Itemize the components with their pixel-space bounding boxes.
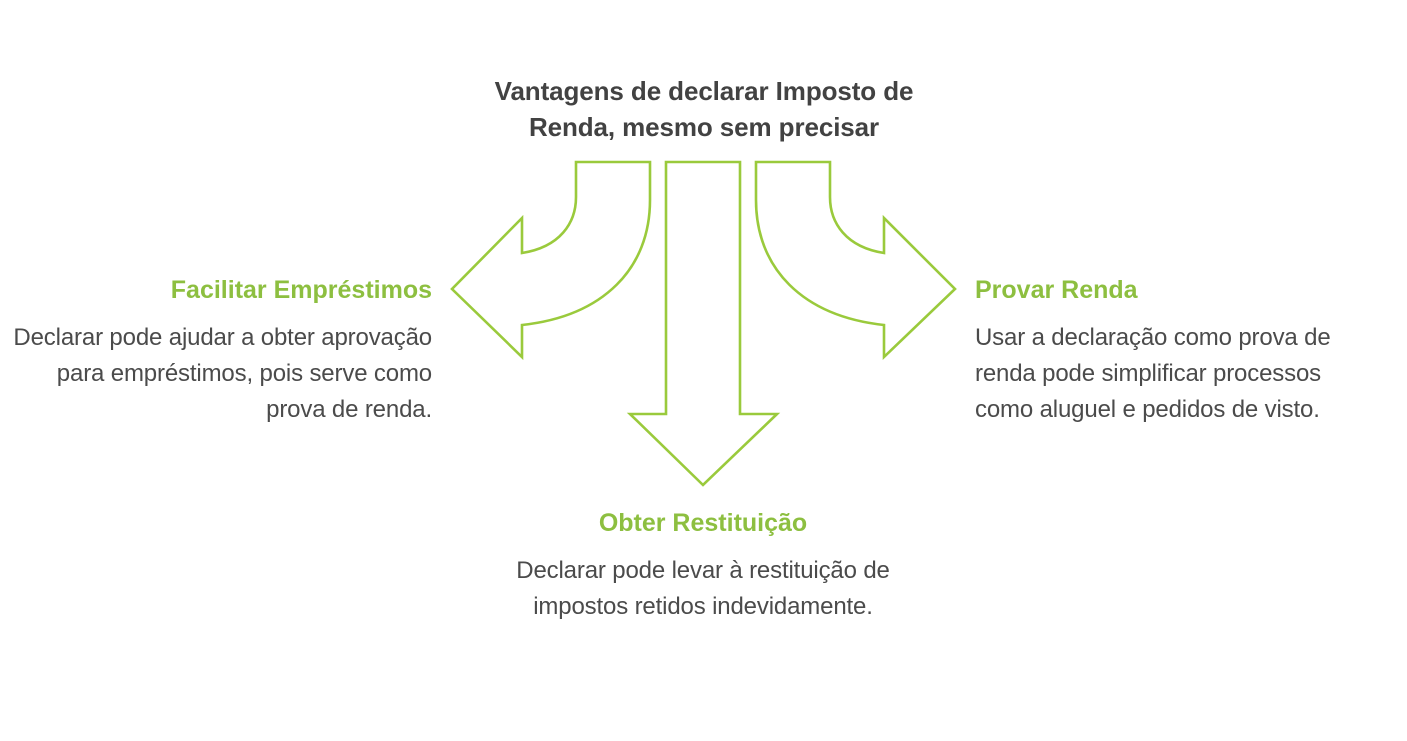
page-title-line-1: Vantagens de declarar Imposto de: [494, 76, 914, 106]
branch-bottom-body: Declarar pode levar à restituição de imp…: [516, 557, 890, 620]
branch-right: Provar Renda Usar a declaração como prov…: [975, 274, 1375, 428]
branch-right-body: Usar a declaração como prova de renda po…: [975, 324, 1331, 423]
branch-left-heading: Facilitar Empréstimos: [170, 276, 432, 304]
page-title: Vantagens de declarar Imposto de Renda, …: [420, 73, 988, 145]
branch-left: Facilitar Empréstimos Declarar pode ajud…: [12, 274, 432, 428]
arrow-left-curved-icon: [450, 160, 652, 361]
page-title-line-2: Renda, mesmo sem precisar: [528, 112, 880, 142]
branch-right-heading: Provar Renda: [975, 276, 1138, 304]
arrow-down-straight-icon: [626, 160, 781, 487]
branch-bottom: Obter Restituição Declarar pode levar à …: [493, 507, 913, 625]
arrow-right-curved-icon: [754, 160, 957, 361]
branch-bottom-heading: Obter Restituição: [598, 509, 808, 537]
branch-left-body: Declarar pode ajudar a obter aprovação p…: [13, 324, 432, 423]
